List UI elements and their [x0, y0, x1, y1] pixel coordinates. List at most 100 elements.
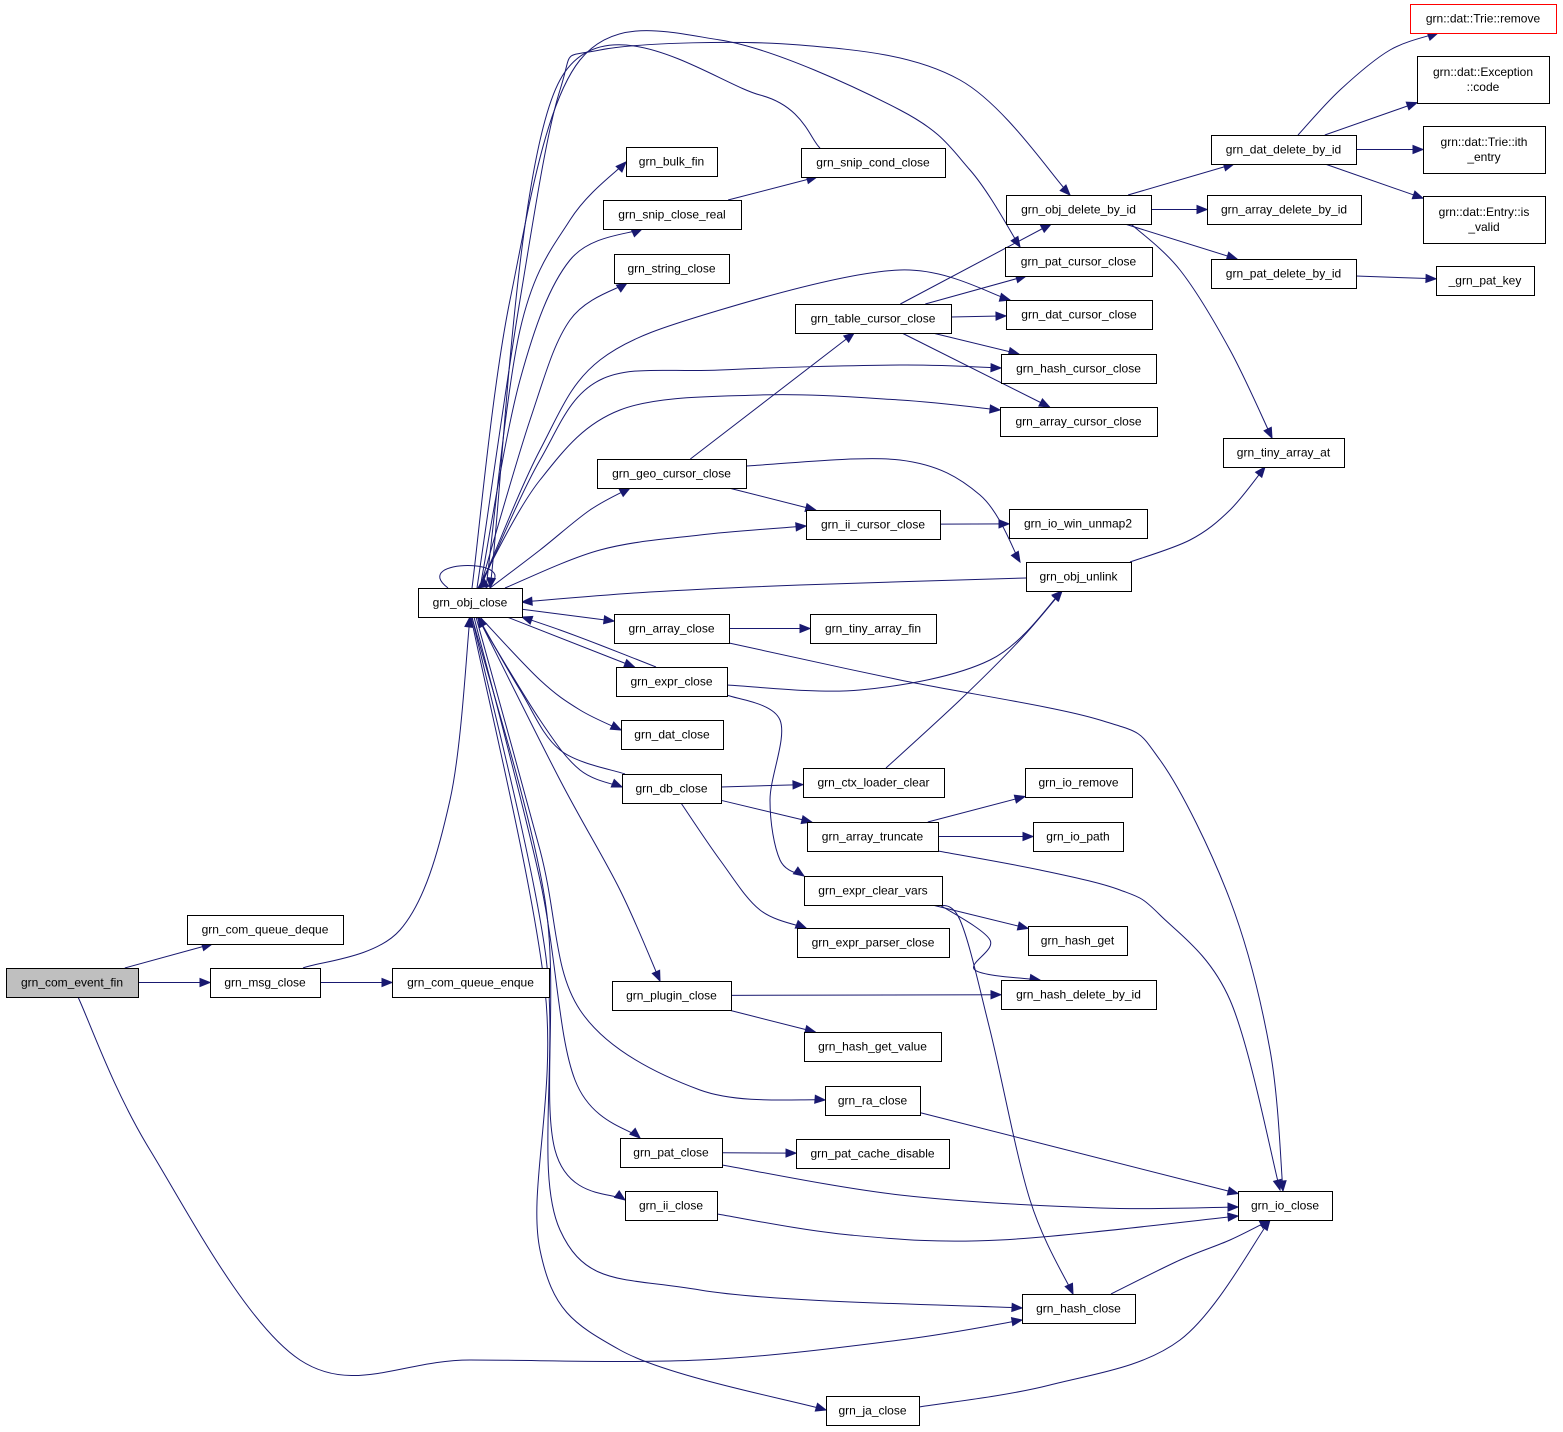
node-grn_bulk_fin[interactable]: grn_bulk_fin [626, 147, 718, 177]
edge-grn_obj_close-to-grn_pat_cursor_close [471, 30, 1021, 589]
node-grn_hash_get_value[interactable]: grn_hash_get_value [804, 1032, 942, 1062]
node-box [1022, 1294, 1136, 1324]
node-box [603, 200, 742, 230]
node-box [1006, 195, 1152, 225]
edge-grn_table_cursor_close-to-grn_hash_cursor_close [932, 332, 1020, 355]
edge-grn_obj_close-to-grn_bulk_fin [485, 161, 627, 589]
edge-grn_db_close-to-grn_ctx_loader_clear-arrow [792, 780, 805, 790]
node-box [1005, 247, 1153, 277]
node-grn-dat-Exception-code[interactable]: grn::dat::Exception::code [1417, 56, 1550, 104]
node-grn_array_delete_by_id[interactable]: grn_array_delete_by_id [1207, 195, 1362, 225]
node-grn_array_truncate[interactable]: grn_array_truncate [807, 822, 939, 852]
node-grn_pat_cache_disable[interactable]: grn_pat_cache_disable [796, 1139, 950, 1169]
edge-grn_obj_close-to-grn_plugin_close-arrow [651, 969, 661, 983]
node-grn_ra_close[interactable]: grn_ra_close [825, 1086, 921, 1116]
node-label: grn_table_cursor_close [811, 312, 936, 326]
node-grn_hash_delete_by_id[interactable]: grn_hash_delete_by_id [1001, 980, 1157, 1010]
node-grn_hash_get[interactable]: grn_hash_get [1028, 926, 1128, 956]
node-grn_obj_unlink[interactable]: grn_obj_unlink [1026, 562, 1132, 592]
node-grn_dat_cursor_close[interactable]: grn_dat_cursor_close [1006, 300, 1153, 330]
edge-grn_obj_close-to-grn_dat_close [479, 616, 622, 731]
node-grn_ii_cursor_close[interactable]: grn_ii_cursor_close [806, 510, 941, 540]
edge-grn_dat_delete_by_id-to-grn::dat::Entry::is_valid-arrow [1411, 190, 1425, 200]
node-label: grn_pat_delete_by_id [1226, 267, 1341, 281]
node-grn_expr_close[interactable]: grn_expr_close [616, 667, 728, 697]
node-grn_table_cursor_close[interactable]: grn_table_cursor_close [795, 304, 952, 334]
node-grn_ja_close[interactable]: grn_ja_close [826, 1396, 920, 1426]
node-grn_expr_parser_close[interactable]: grn_expr_parser_close [797, 928, 950, 958]
node-_grn_pat_key[interactable]: _grn_pat_key [1436, 266, 1535, 296]
node-grn_snip_cond_close[interactable]: grn_snip_cond_close [801, 148, 946, 178]
node-grn_io_close[interactable]: grn_io_close [1238, 1191, 1333, 1221]
node-box [1009, 509, 1148, 539]
node-grn_tiny_array_at[interactable]: grn_tiny_array_at [1223, 438, 1345, 468]
node-grn_io_path[interactable]: grn_io_path [1033, 822, 1124, 852]
edge-grn_obj_close-to-grn_geo_cursor_close-arrow [618, 487, 632, 498]
node-grn_ii_close[interactable]: grn_ii_close [625, 1191, 718, 1221]
node-label: grn_dat_cursor_close [1021, 308, 1137, 322]
node-grn_geo_cursor_close[interactable]: grn_geo_cursor_close [597, 459, 747, 489]
node-grn_dat_delete_by_id[interactable]: grn_dat_delete_by_id [1211, 135, 1357, 165]
edge-grn_obj_close-to-grn_string_close-arrow [615, 282, 629, 293]
edge-grn_obj_close-to-grn_ja_close [470, 616, 827, 1411]
node-box [803, 768, 945, 798]
node-box [1000, 407, 1158, 437]
node-grn_hash_cursor_close[interactable]: grn_hash_cursor_close [1001, 354, 1157, 384]
node-grn_pat_cursor_close[interactable]: grn_pat_cursor_close [1005, 247, 1153, 277]
node-grn_msg_close[interactable]: grn_msg_close [210, 968, 321, 998]
node-label: ::code [1467, 80, 1500, 94]
node-grn_com_queue_enque[interactable]: grn_com_queue_enque [392, 968, 550, 998]
node-grn-dat-Trie-ith_entry[interactable]: grn::dat::Trie::ith_entry [1423, 126, 1546, 174]
node-grn_snip_close_real[interactable]: grn_snip_close_real [603, 200, 742, 230]
node-label: grn_ctx_loader_clear [817, 776, 929, 790]
edge-grn_expr_close-to-grn_obj_close [521, 616, 657, 668]
node-box [620, 1138, 723, 1168]
nodes-layer: grn_com_event_fin grn_com_queue_deque grn_… [6, 4, 1557, 1426]
edge-grn_obj_close-to-grn_hash_cursor_close [479, 364, 1002, 589]
edge-grn_array_truncate-to-grn_io_close-arrow [1272, 1178, 1282, 1192]
node-box [6, 968, 139, 998]
edge-grn_obj_close-to-grn_expr_close-arrow [623, 658, 636, 668]
node-grn_plugin_close[interactable]: grn_plugin_close [612, 981, 732, 1011]
node-box [795, 304, 952, 334]
node-grn_pat_delete_by_id[interactable]: grn_pat_delete_by_id [1211, 259, 1357, 289]
edge-grn_db_close-to-grn_array_truncate-arrow [800, 814, 814, 825]
edge-grn_table_cursor_close-to-grn_dat_cursor_close-arrow [995, 311, 1008, 321]
edge-grn_expr_close-to-grn_obj_close-arrow [520, 615, 534, 625]
node-box [1423, 196, 1546, 244]
node-label: grn_tiny_array_at [1237, 446, 1331, 460]
edges-layer [77, 30, 1440, 1412]
node-box [801, 148, 946, 178]
node-grn_com_queue_deque[interactable]: grn_com_queue_deque [187, 915, 344, 945]
node-grn_array_cursor_close[interactable]: grn_array_cursor_close [1000, 407, 1158, 437]
node-grn_io_win_unmap2[interactable]: grn_io_win_unmap2 [1009, 509, 1148, 539]
edge-grn_db_close-to-grn_expr_parser_close-arrow [794, 919, 808, 929]
node-grn-dat-Trie-remove[interactable]: grn::dat::Trie::remove [1410, 4, 1557, 34]
node-grn-dat-Entry-is_valid[interactable]: grn::dat::Entry::is_valid [1423, 196, 1546, 244]
node-label: _valid [1467, 220, 1499, 234]
node-grn_io_remove[interactable]: grn_io_remove [1025, 768, 1133, 798]
node-grn_dat_close[interactable]: grn_dat_close [621, 720, 724, 750]
node-label: grn_bulk_fin [639, 155, 704, 169]
edge-grn_obj_close-to-grn_ja_close-arrow [814, 1402, 828, 1412]
node-box [1025, 768, 1133, 798]
node-grn_hash_close[interactable]: grn_hash_close [1022, 1294, 1136, 1324]
node-grn_tiny_array_fin[interactable]: grn_tiny_array_fin [810, 614, 937, 644]
node-grn_pat_close[interactable]: grn_pat_close [620, 1138, 723, 1168]
node-grn_com_event_fin[interactable]: grn_com_event_fin [6, 968, 139, 998]
edge-grn_array_truncate-to-grn_io_close [937, 850, 1281, 1191]
edge-grn_obj_close-to-grn_obj_delete_by_id-arrow [1059, 184, 1071, 196]
node-grn_db_close[interactable]: grn_db_close [622, 774, 722, 804]
edge-grn_db_close-to-grn_ctx_loader_clear [720, 784, 804, 788]
edge-grn_ja_close-to-grn_io_close-arrow [1259, 1218, 1271, 1232]
node-grn_array_close[interactable]: grn_array_close [614, 614, 730, 644]
edge-grn_ra_close-to-grn_io_close-arrow [1226, 1186, 1240, 1196]
node-label: grn_obj_delete_by_id [1021, 203, 1136, 217]
node-grn_ctx_loader_clear[interactable]: grn_ctx_loader_clear [803, 768, 945, 798]
node-grn_expr_clear_vars[interactable]: grn_expr_clear_vars [804, 876, 943, 906]
node-grn_string_close[interactable]: grn_string_close [614, 254, 730, 284]
node-grn_obj_close[interactable]: grn_obj_close [418, 588, 523, 618]
edge-grn_obj_close-to-grn_hash_cursor_close-arrow [990, 362, 1003, 373]
node-grn_obj_delete_by_id[interactable]: grn_obj_delete_by_id [1006, 195, 1152, 225]
edge-grn_dat_delete_by_id-to-grn::dat::Entry::is_valid [1324, 163, 1424, 199]
